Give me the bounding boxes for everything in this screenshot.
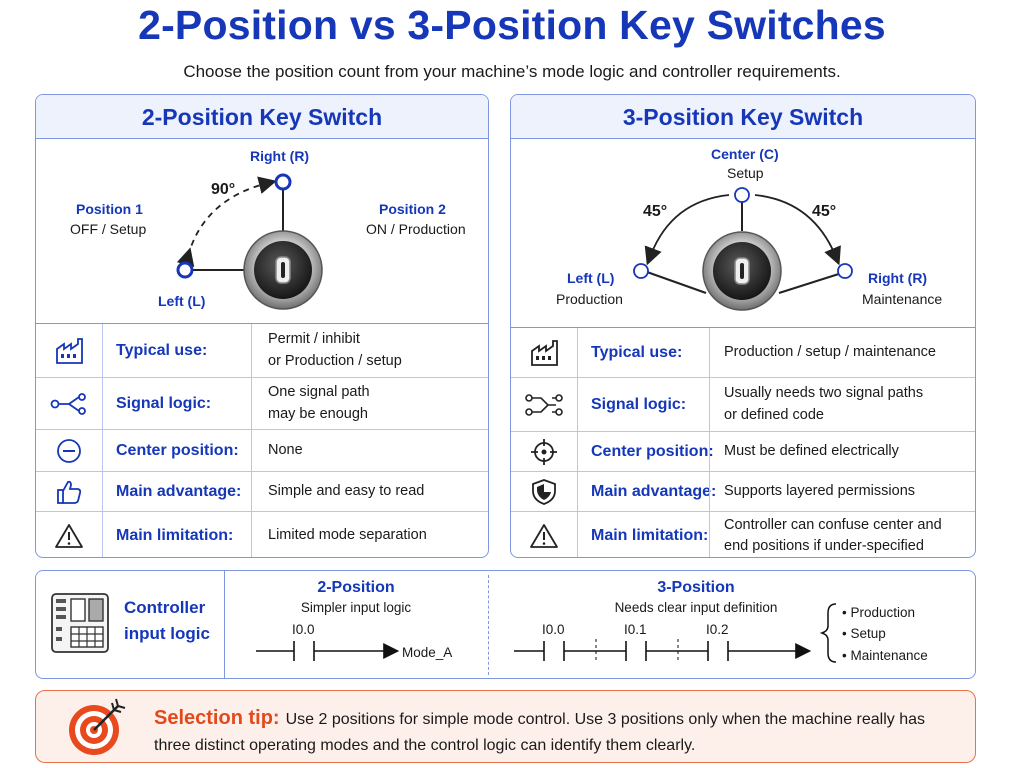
table-row: Typical use: Production / setup / mainte…: [511, 328, 975, 378]
row-value: Limited mode separation: [251, 512, 488, 557]
minus-circle-icon: [57, 438, 81, 463]
contact-label: I0.1: [624, 622, 647, 637]
contact-label: I0.2: [706, 622, 729, 637]
table-row: Typical use: Permit / inhibit or Product…: [36, 324, 488, 378]
signal-paths-icon: [525, 393, 563, 416]
row-value: Permit / inhibit or Production / setup: [251, 324, 488, 377]
position-2-title: Position 2: [379, 201, 446, 217]
three-position-switch-drawing: [633, 187, 853, 311]
table-row: Center position: None: [36, 430, 488, 472]
position-1-title: Position 1: [76, 201, 143, 217]
three-position-diagram: Center (C) Setup 45° 45° Left (L) Produc…: [511, 139, 975, 323]
table-row: Main limitation: Limited mode separation: [36, 512, 488, 557]
contact-label: I0.0: [292, 622, 315, 637]
center-position-desc: Setup: [727, 165, 764, 181]
mode-list-item: • Production: [842, 605, 916, 620]
warning-icon: [530, 524, 558, 548]
row-value: One signal path may be enough: [251, 378, 488, 429]
controller-input-logic-panel: Controller input logic 2-Position Simple…: [35, 570, 976, 679]
row-label: Center position:: [116, 441, 239, 459]
factory-icon: [56, 337, 83, 364]
shield-icon: [532, 478, 556, 505]
row-label: Signal logic:: [116, 394, 212, 412]
row-value: Controller can confuse center and end po…: [709, 512, 975, 557]
table-row: Signal logic: Usually needs two signal p…: [511, 378, 975, 432]
row-label: Main limitation:: [116, 527, 234, 544]
row-label: Center position:: [591, 442, 714, 460]
plc-controller-icon: [51, 593, 109, 653]
rotation-angle-label: 90°: [211, 181, 236, 198]
page-title: 2-Position vs 3-Position Key Switches: [138, 2, 886, 48]
two-position-heading: 2-Position Key Switch: [36, 95, 488, 139]
right-angle-label: 45°: [812, 203, 837, 220]
left-angle-label: 45°: [643, 203, 668, 220]
row-value: Production / setup / maintenance: [709, 328, 975, 377]
row-label: Typical use:: [591, 343, 683, 361]
ladder-logic-diagram: [256, 603, 837, 663]
contact-label: I0.0: [542, 622, 565, 637]
table-row: Signal logic: One signal path may be eno…: [36, 378, 488, 430]
row-label: Main limitation:: [591, 527, 709, 544]
row-value: Simple and easy to read: [251, 472, 488, 511]
two-position-panel: 2-Position Key Switch: [35, 94, 489, 558]
three-position-logic-title: 3-Position: [657, 579, 735, 596]
three-position-panel: 3-Position Key Switch Center (C): [510, 94, 976, 558]
selection-tip-banner: Selection tip:Use 2 positions for simple…: [35, 690, 976, 763]
row-label: Signal logic:: [591, 395, 687, 413]
center-position-label: Center (C): [711, 146, 779, 162]
left-position-desc: Production: [556, 291, 623, 307]
position-2-desc: ON / Production: [366, 221, 466, 237]
table-row: Main advantage: Supports layered permiss…: [511, 472, 975, 512]
selection-tip-label: Selection tip:: [154, 707, 280, 729]
table-row: Main limitation: Controller can confuse …: [511, 512, 975, 557]
right-position-desc: Maintenance: [862, 291, 943, 307]
mode-list-item: • Setup: [842, 626, 886, 641]
three-position-spec-table: Typical use: Production / setup / mainte…: [511, 327, 975, 557]
output-label: Mode_A: [402, 645, 453, 660]
row-label: Main advantage:: [116, 482, 242, 500]
right-position-label: Right (R): [250, 148, 310, 164]
two-position-spec-table: Typical use: Permit / inhibit or Product…: [36, 323, 488, 557]
three-position-heading: 3-Position Key Switch: [511, 95, 975, 139]
three-position-logic-desc: Needs clear input definition: [614, 600, 778, 615]
row-value: Usually needs two signal paths or define…: [709, 378, 975, 431]
row-value: None: [251, 430, 488, 471]
key-cylinder-icon: [702, 231, 782, 311]
right-position-label: Right (R): [868, 270, 928, 286]
key-cylinder-icon: [243, 230, 323, 310]
factory-icon: [531, 339, 558, 366]
selection-tip-text: Use 2 positions for simple mode control.…: [154, 711, 926, 754]
row-value: Supports layered permissions: [709, 472, 975, 511]
mode-list-item: • Maintenance: [842, 648, 928, 663]
left-position-label: Left (L): [158, 293, 206, 309]
thumbs-up-icon: [57, 480, 82, 504]
row-label: Typical use:: [116, 341, 208, 359]
left-position-label: Left (L): [567, 270, 615, 286]
two-position-logic-desc: Simpler input logic: [300, 600, 412, 615]
signal-path-icon: [50, 392, 86, 415]
page-subtitle: Choose the position count from your mach…: [183, 62, 841, 81]
two-position-switch-drawing: [176, 173, 323, 310]
position-1-desc: OFF / Setup: [70, 221, 147, 237]
target-icon: [69, 698, 126, 755]
row-value: Must be defined electrically: [709, 432, 975, 471]
controller-title: Controller input logic: [124, 598, 210, 644]
row-label: Main advantage:: [591, 482, 717, 500]
two-position-logic-title: 2-Position: [317, 579, 395, 596]
two-position-diagram: Right (R) 90° Position 1 OFF / Setup Pos…: [36, 139, 488, 323]
table-row: Main advantage: Simple and easy to read: [36, 472, 488, 512]
crosshair-icon: [531, 438, 557, 465]
warning-icon: [55, 524, 83, 548]
table-row: Center position: Must be defined electri…: [511, 432, 975, 472]
